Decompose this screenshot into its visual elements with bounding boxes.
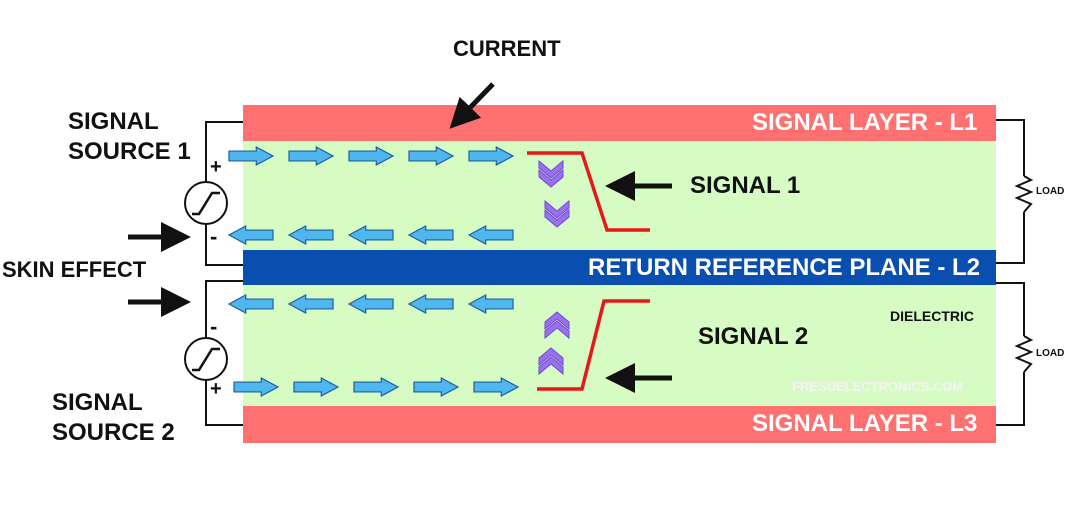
load-label-top: LOAD xyxy=(1036,186,1065,197)
current-arrow xyxy=(347,293,394,315)
current-arrow xyxy=(348,145,395,167)
signal-1-label: SIGNAL 1 xyxy=(690,172,801,199)
signal-source-2 xyxy=(184,337,228,381)
current-arrow xyxy=(467,224,514,246)
current-arrow xyxy=(468,145,515,167)
current-arrow xyxy=(353,376,400,398)
current-arrow xyxy=(407,224,454,246)
signal-source-1 xyxy=(184,181,228,225)
field-chevrons-down xyxy=(538,159,570,228)
signal-layer-l1 xyxy=(243,105,996,141)
current-label: CURRENT xyxy=(453,36,561,61)
watermark: FRESUELECTRONICS.COM xyxy=(792,379,964,394)
current-arrow xyxy=(408,145,455,167)
current-arrow xyxy=(407,293,454,315)
current-arrow xyxy=(293,376,340,398)
plus-terminal-1: + xyxy=(210,156,222,178)
current-pointer-arrow xyxy=(449,82,495,129)
field-chevrons-up xyxy=(538,311,570,376)
reference-plane-l2 xyxy=(243,250,996,285)
signal-layer-l3 xyxy=(243,406,996,443)
signal-2-waveform xyxy=(537,299,650,391)
signal-source-2-label: SIGNAL SOURCE 2 xyxy=(52,389,175,446)
current-arrow xyxy=(227,224,274,246)
current-arrow xyxy=(288,145,335,167)
minus-terminal-1: - xyxy=(210,224,218,249)
current-arrow xyxy=(233,376,280,398)
load-label-bottom: LOAD xyxy=(1036,348,1065,359)
reference-plane-l2-label: RETURN REFERENCE PLANE - L2 xyxy=(588,254,981,281)
signal-layer-l3-label: SIGNAL LAYER - L3 xyxy=(752,410,978,437)
load-resistor-top xyxy=(1014,175,1034,213)
current-arrow xyxy=(413,376,460,398)
current-arrow xyxy=(467,293,514,315)
minus-terminal-2: - xyxy=(210,314,218,339)
source-wiring xyxy=(205,121,243,426)
current-arrows xyxy=(227,145,520,398)
signal-2-label: SIGNAL 2 xyxy=(698,323,809,350)
signal-layer-l1-label: SIGNAL LAYER - L1 xyxy=(752,109,978,136)
load-wiring xyxy=(996,119,1025,426)
current-arrow xyxy=(227,293,274,315)
dielectric-label: DIELECTRIC xyxy=(890,308,974,324)
signal-1-waveform xyxy=(527,151,650,232)
signal-source-1-label: SIGNAL SOURCE 1 xyxy=(68,108,191,165)
current-arrow xyxy=(347,224,394,246)
current-arrow xyxy=(228,145,275,167)
plus-terminal-2: + xyxy=(210,378,222,400)
current-arrow xyxy=(287,293,334,315)
skin-effect-label: SKIN EFFECT xyxy=(2,257,147,282)
load-resistor-bottom xyxy=(1014,335,1034,373)
current-arrow xyxy=(287,224,334,246)
current-arrow xyxy=(473,376,520,398)
